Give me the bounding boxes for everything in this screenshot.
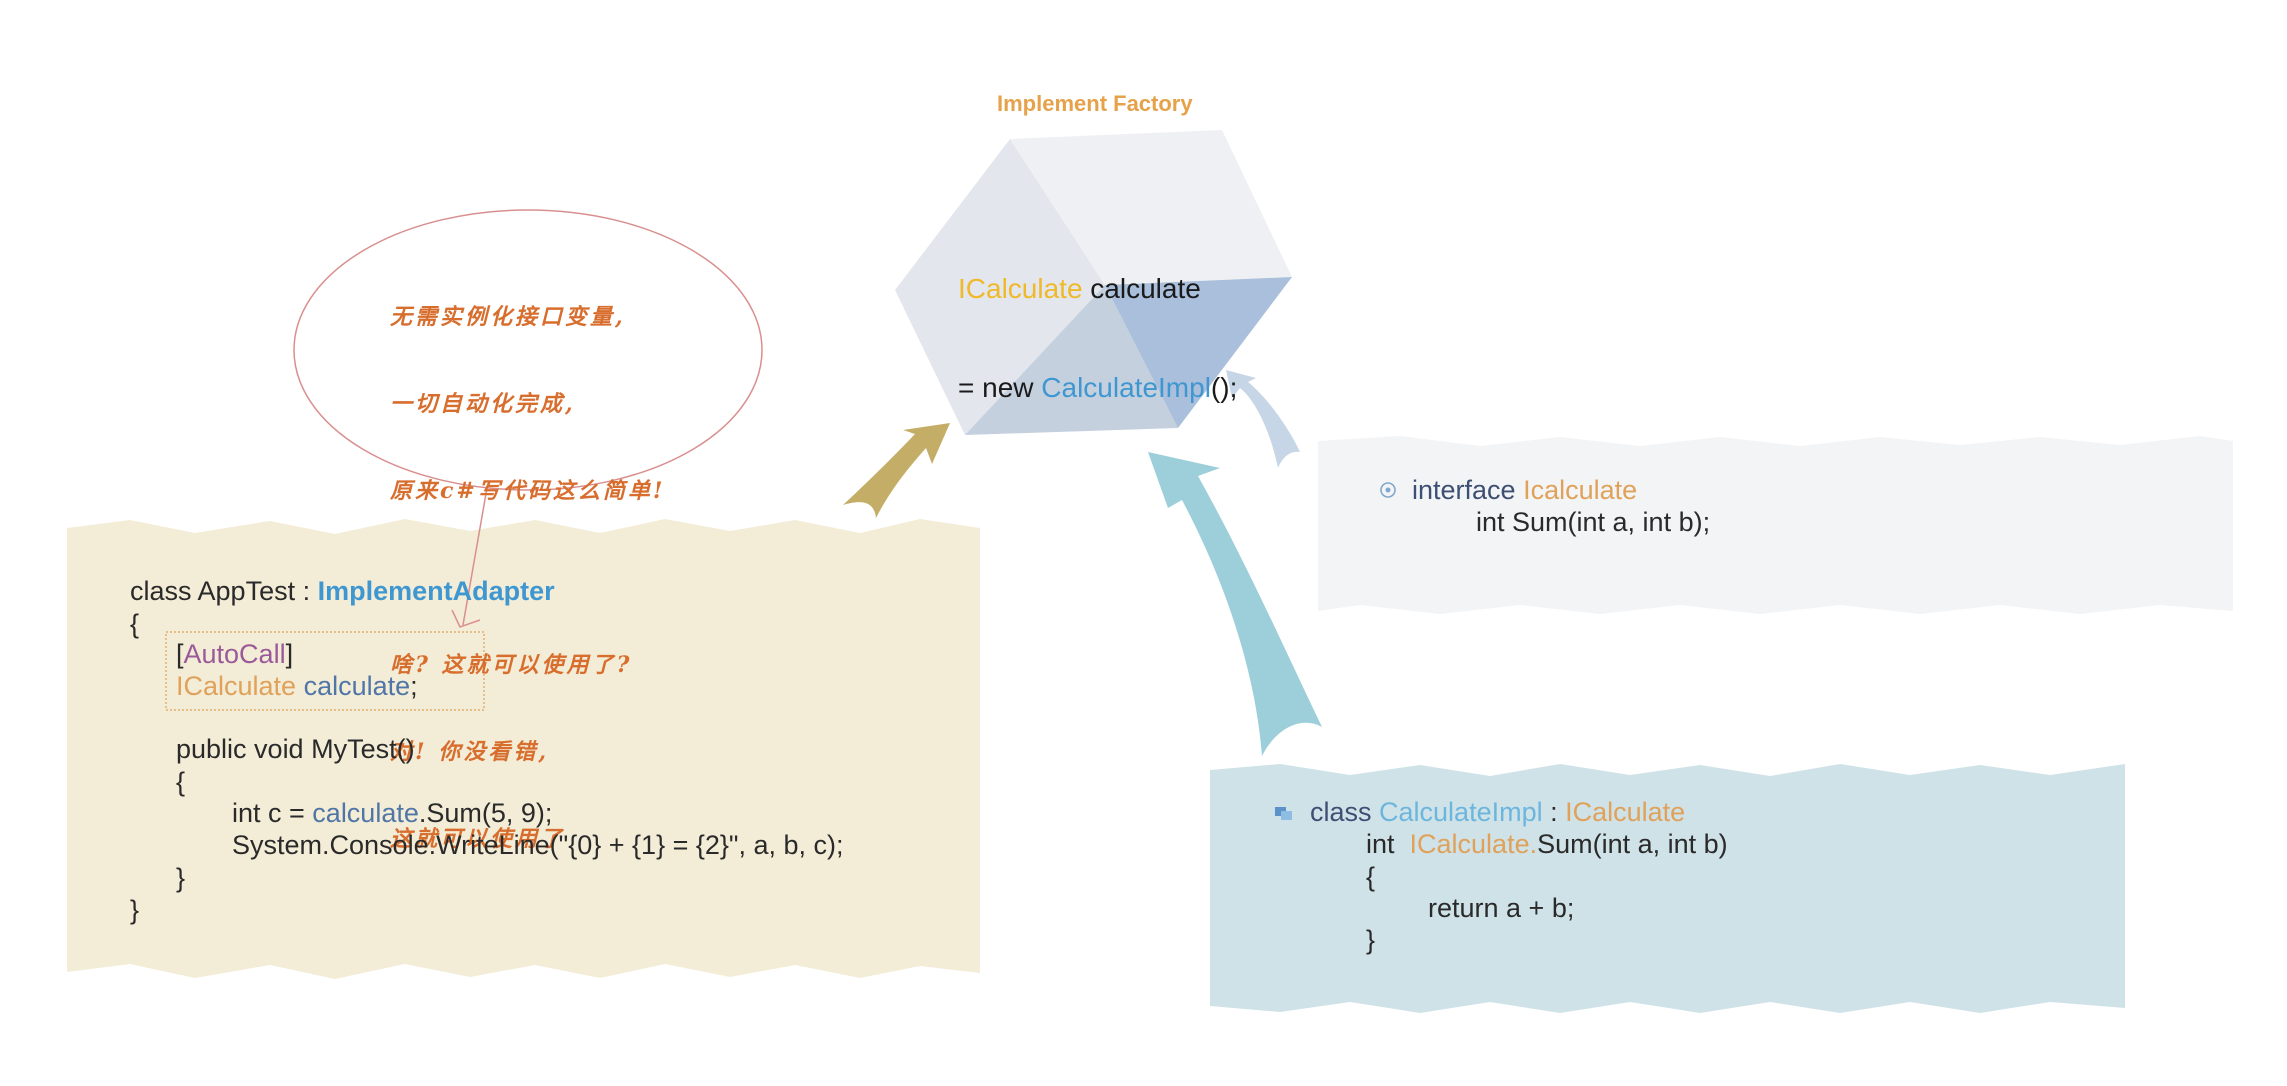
factory-title: Implement Factory bbox=[997, 91, 1193, 116]
field-type: ICalculate bbox=[176, 671, 297, 701]
bubble-line: 无需实例化接口变量, bbox=[390, 304, 626, 330]
field-name: calculate bbox=[296, 671, 411, 701]
interface-panel bbox=[1318, 436, 2233, 614]
impl-method-suffix: Sum(int a, int b) bbox=[1537, 829, 1728, 859]
cube-impl-name: CalculateImpl bbox=[1041, 372, 1211, 403]
impl-body: return a + b; bbox=[1428, 893, 1575, 923]
cube-decl-type: ICalculate bbox=[958, 273, 1083, 304]
gold-arrow bbox=[843, 423, 950, 518]
bubble-line: 原来c#写代码这么简单! bbox=[390, 478, 666, 504]
stmt1-suffix: .Sum(5, 9); bbox=[418, 798, 553, 828]
app-base-class: ImplementAdapter bbox=[317, 576, 555, 606]
impl-open-brace: { bbox=[1366, 862, 1376, 892]
cube-decl-var: calculate bbox=[1082, 273, 1201, 304]
teal-arrow bbox=[1148, 452, 1322, 756]
class-icon bbox=[1275, 807, 1292, 820]
impl-keyword: class bbox=[1310, 797, 1380, 827]
cube-face-top bbox=[1010, 130, 1292, 285]
bubble-line: 一切自动化完成, bbox=[390, 391, 576, 417]
bubble-line: 这就可以使用了 bbox=[390, 826, 566, 852]
interface-method: int Sum(int a, int b); bbox=[1476, 507, 1711, 537]
interface-icon bbox=[1380, 482, 1396, 498]
stmt1-object: calculate bbox=[312, 798, 419, 828]
app-open-brace: { bbox=[130, 609, 140, 639]
method-signature: public void MyTest() bbox=[176, 734, 415, 764]
bubble-text: 无需实例化接口变量, 一切自动化完成, 原来c#写代码这么简单! 啥? 这就可以… bbox=[390, 245, 666, 883]
speech-bubble bbox=[293, 209, 763, 628]
bubble-line: 啥? 这就可以使用了? bbox=[390, 652, 633, 678]
cube-face-left bbox=[895, 139, 1105, 435]
speech-bubble-arrowhead bbox=[451, 609, 481, 628]
impl-method-iface: ICalculate. bbox=[1409, 829, 1538, 859]
app-test-panel bbox=[67, 519, 980, 979]
impl-panel bbox=[1210, 764, 2125, 1013]
interface-name: Icalculate bbox=[1523, 475, 1638, 505]
speech-bubble-outline bbox=[293, 209, 763, 491]
cube-assign-prefix: = new bbox=[958, 372, 1042, 403]
app-close-brace: } bbox=[130, 895, 140, 925]
cube-face-right bbox=[1105, 277, 1292, 428]
attr-autocall: AutoCall bbox=[183, 639, 286, 669]
interface-code: interface Icalculate int Sum(int a, int … bbox=[0, 0, 1710, 537]
method-close-brace: } bbox=[176, 863, 186, 893]
stmt1-prefix: int c = bbox=[232, 798, 313, 828]
interface-keyword: interface bbox=[1412, 475, 1524, 505]
attr-close: ] bbox=[285, 639, 294, 669]
bubble-line: 对! 你没看错, bbox=[390, 739, 549, 765]
cube-face-bottom bbox=[965, 285, 1178, 435]
cube-code: ICalculate calculate = new CalculateImpl… bbox=[958, 206, 1237, 437]
stmt2: System.Console.WriteLine("{0} + {1} = {2… bbox=[232, 830, 844, 860]
field-end: ; bbox=[410, 671, 418, 701]
app-class-prefix: class AppTest : bbox=[130, 576, 318, 606]
impl-base: ICalculate bbox=[1565, 797, 1686, 827]
method-open-brace: { bbox=[176, 767, 186, 797]
speech-bubble-pointer bbox=[462, 487, 488, 626]
impl-name: CalculateImpl bbox=[1379, 797, 1543, 827]
impl-colon: : bbox=[1542, 797, 1566, 827]
app-test-code: class AppTest : ImplementAdapter { [Auto… bbox=[0, 0, 844, 925]
pale-arrow bbox=[1226, 370, 1300, 468]
attr-open: [ bbox=[176, 639, 184, 669]
impl-method-prefix: int bbox=[1366, 829, 1410, 859]
implement-factory-cube bbox=[895, 130, 1292, 435]
impl-close-brace: } bbox=[1366, 925, 1376, 955]
autocall-field-highlight bbox=[165, 631, 485, 711]
cube-assign-suffix: (); bbox=[1210, 372, 1238, 403]
impl-code: class CalculateImpl : ICalculate int ICa… bbox=[0, 0, 1728, 955]
